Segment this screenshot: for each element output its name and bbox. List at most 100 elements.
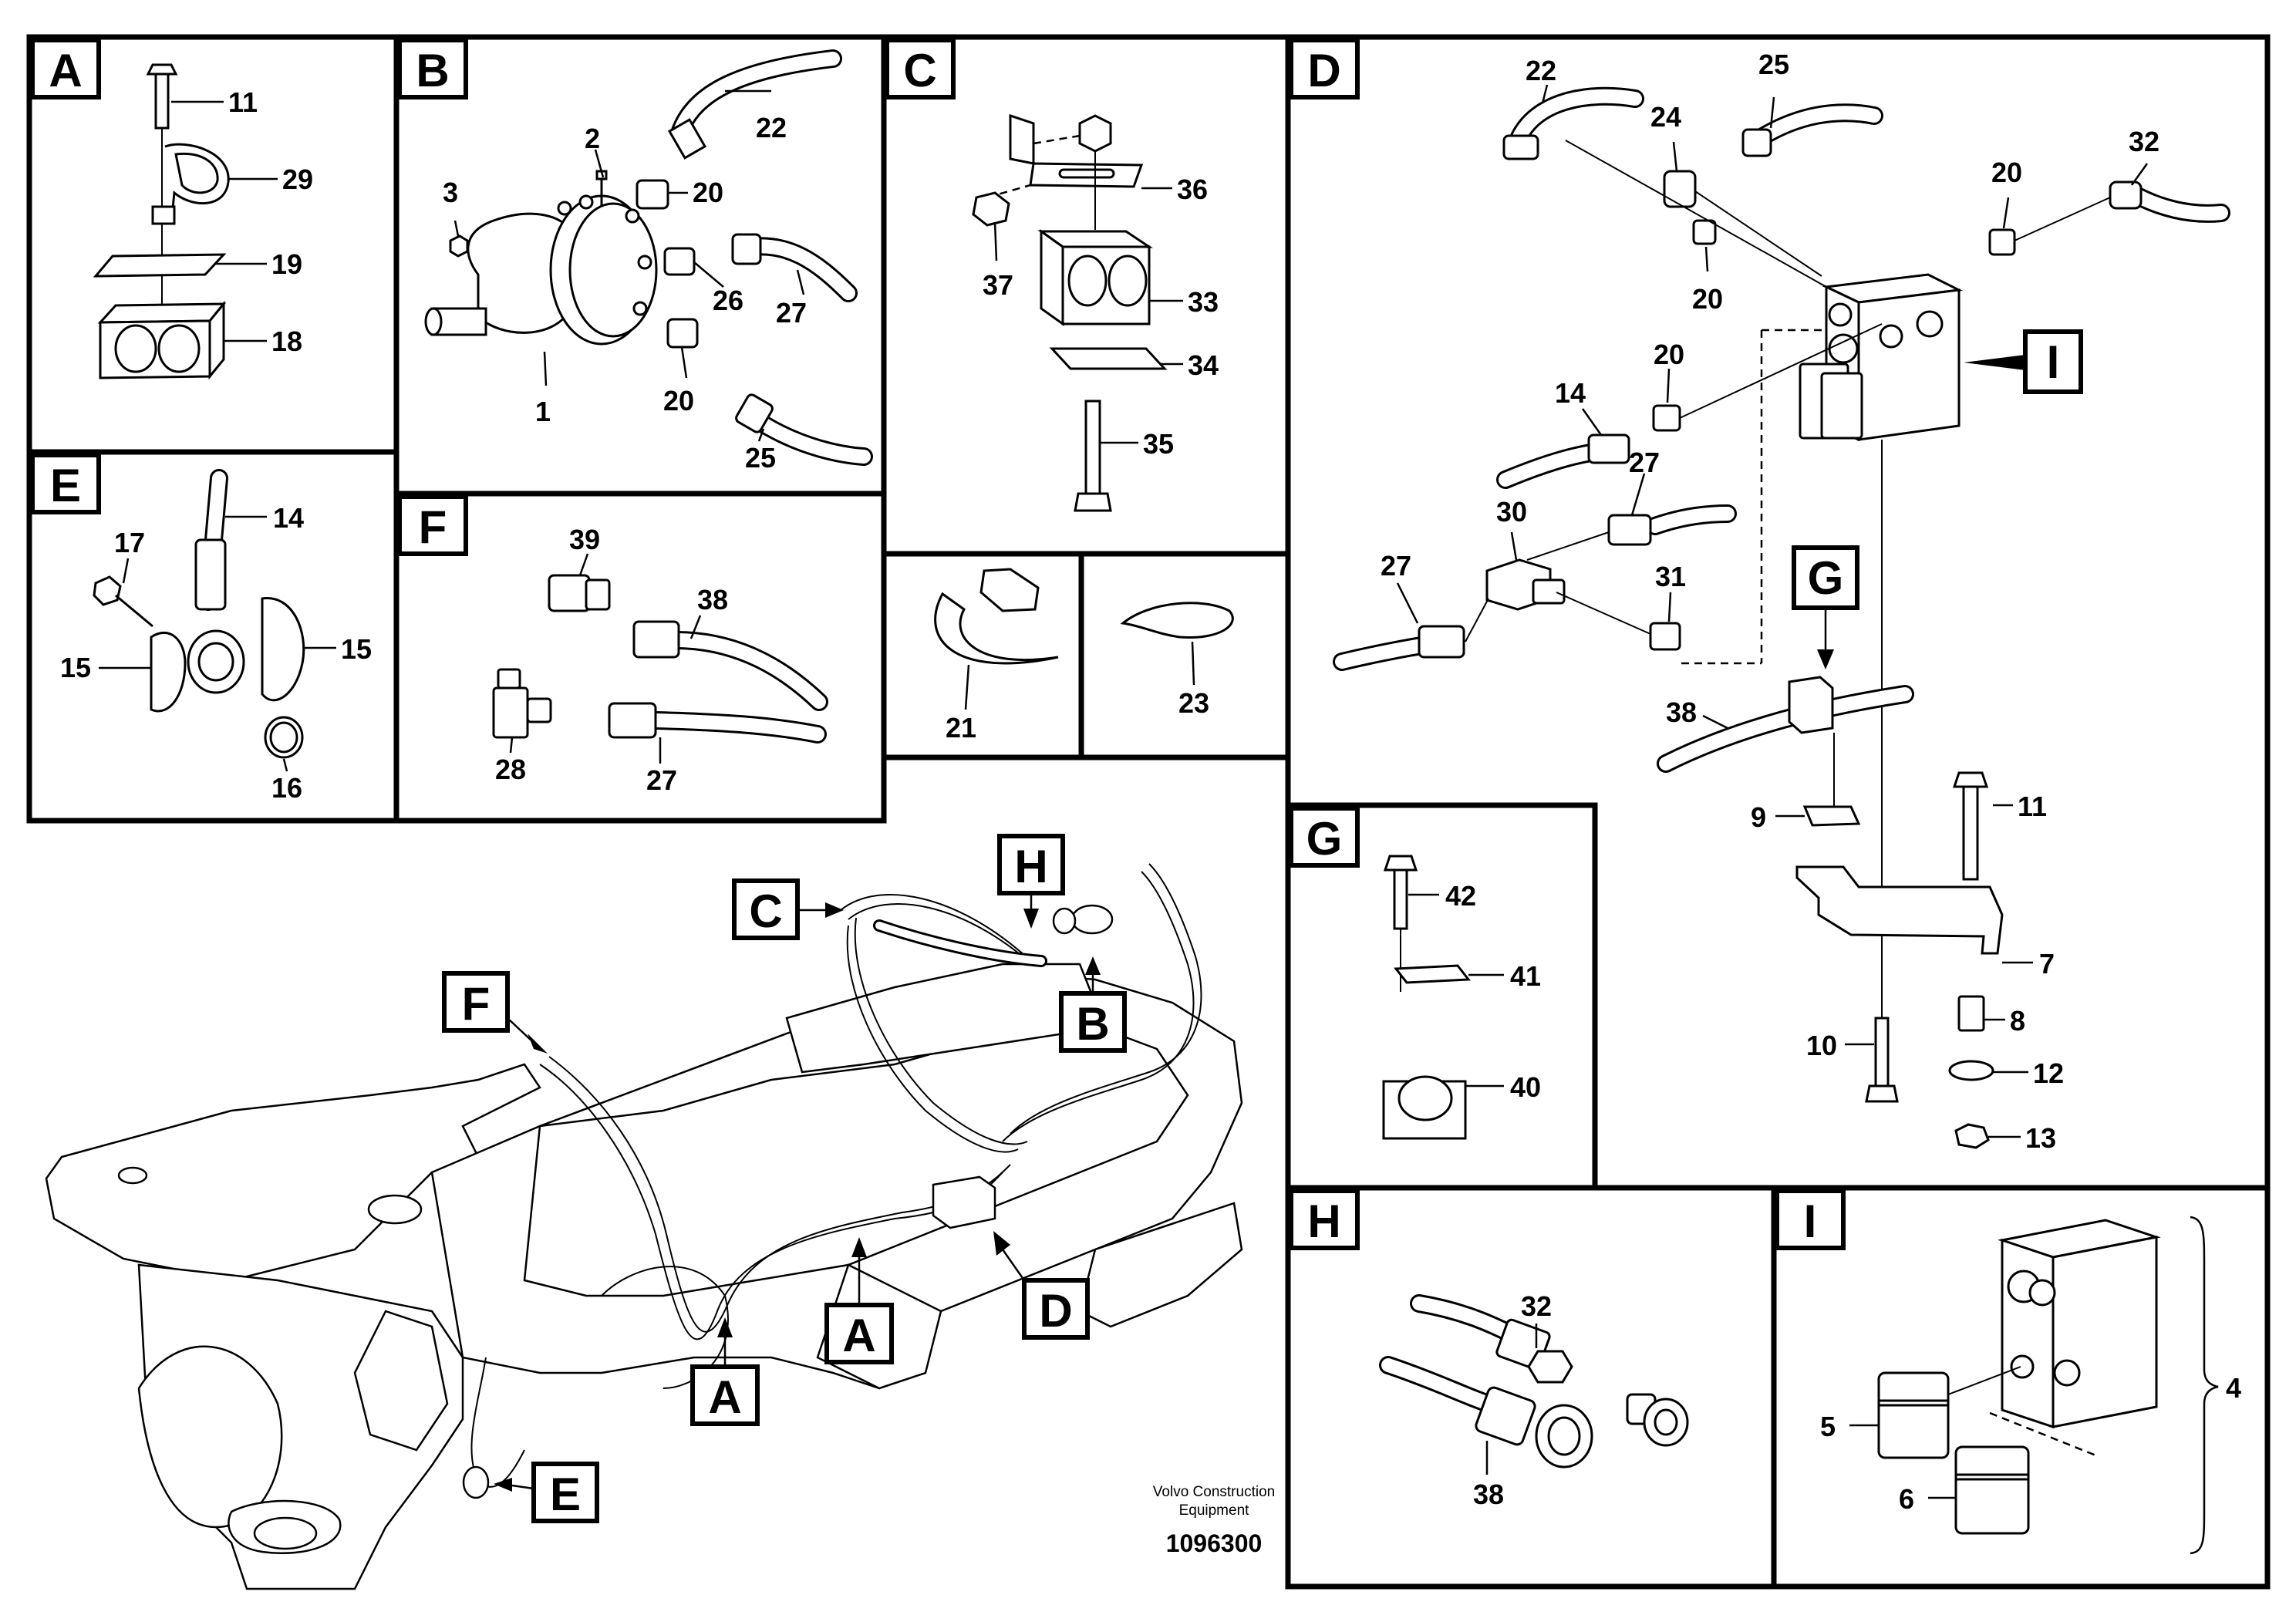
panel-label-C: C: [885, 38, 956, 99]
tag-letter: H: [1014, 841, 1047, 892]
panel-label-F: F: [397, 494, 468, 556]
callout-number: 34: [1188, 349, 1219, 381]
callout-number: 13: [2025, 1122, 2056, 1154]
footer: Volvo Construction Equipment 1096300: [1153, 1484, 1275, 1557]
overview-tags: C H B F A A: [442, 834, 1127, 1523]
callout-number: 22: [1526, 55, 1556, 86]
plate-19: [93, 253, 227, 278]
tag-letter: G: [1808, 552, 1844, 604]
callout-number: 21: [946, 712, 976, 744]
tag-letter: D: [1039, 1285, 1072, 1337]
footer-company-line1: Volvo Construction: [1153, 1484, 1275, 1500]
callout-number: 37: [983, 269, 1013, 301]
overview-tag-A-2: A: [824, 1237, 894, 1364]
tag-letter: B: [416, 45, 449, 96]
detail-tag-I: I: [1964, 329, 2083, 394]
fitting-39: [548, 574, 611, 612]
cable-tie-mount-21: [934, 592, 1059, 665]
spacer-8: [1957, 995, 1985, 1032]
panel-label-H: H: [1289, 1189, 1360, 1250]
plate-9: [1802, 805, 1861, 827]
callout-number: 12: [2033, 1057, 2064, 1089]
bolt-10: [1865, 1017, 1899, 1103]
callout-number: 15: [60, 652, 91, 683]
callout-number: 40: [1510, 1071, 1541, 1103]
tag-letter: G: [1306, 813, 1343, 865]
callout-number: 19: [271, 248, 302, 280]
callout-number: 42: [1445, 880, 1476, 912]
tag-letter: H: [1307, 1195, 1340, 1247]
callout-number: 32: [1521, 1290, 1552, 1322]
washer-12: [1948, 1060, 1994, 1081]
tag-letter: D: [1307, 45, 1340, 96]
callout-number: 24: [1650, 101, 1681, 133]
tag-letter: A: [49, 45, 82, 96]
valve-block-I: [1998, 1219, 2161, 1429]
panel-label-A: A: [30, 38, 101, 99]
tag-letter: F: [419, 501, 447, 553]
panel-E-drawing: 17 14 15 15 16: [60, 469, 372, 804]
panel-label-D: D: [1289, 38, 1360, 99]
callout-number: 20: [1692, 283, 1723, 315]
tag-letter: A: [708, 1371, 741, 1423]
panel-label-E: E: [30, 453, 101, 514]
callout-number: 35: [1143, 428, 1174, 460]
connector-5: [1877, 1371, 1950, 1459]
callout-number: 9: [1751, 801, 1766, 833]
connector-6: [1954, 1445, 2030, 1535]
callout-number: 39: [569, 524, 600, 555]
nut-13: [1954, 1123, 1990, 1149]
overview-tag-H: H: [997, 834, 1065, 929]
callout-number: 29: [282, 164, 313, 195]
callout-number: 7: [2039, 948, 2055, 980]
fitting-H: [1626, 1393, 1689, 1447]
panel-A-drawing: 11 29 19 18: [93, 63, 313, 380]
overview-tag-B: B: [1059, 956, 1127, 1053]
panel-frame-H: [1285, 1185, 1777, 1590]
callout-number: 14: [273, 502, 304, 534]
callout-number: 38: [1473, 1479, 1504, 1510]
panel-label-B: B: [397, 38, 468, 99]
callout-number: 15: [341, 633, 372, 665]
tag-letter: I: [1804, 1195, 1817, 1247]
callout-number: 18: [271, 325, 302, 357]
callout-number: 28: [495, 754, 526, 785]
callout-number: 33: [1188, 286, 1219, 318]
tag-letter: A: [842, 1310, 875, 1361]
valve-block: [1799, 273, 1964, 442]
machine-overview: [45, 863, 1243, 1590]
bracket-7: [1795, 865, 2004, 955]
panel-label-I: I: [1775, 1189, 1846, 1250]
panel-21-drawing: 21: [934, 568, 1059, 744]
detail-tag-G: G: [1792, 545, 1859, 669]
panel-B-drawing: 2 22 3 20 26 27 1 20 25: [424, 49, 873, 474]
nut-3: [449, 234, 469, 258]
callout-number: 6: [1899, 1483, 1914, 1515]
fitting-20-bottom: [666, 318, 699, 349]
panel-23-drawing: 23: [1120, 602, 1234, 719]
tag-letter: F: [462, 978, 491, 1030]
footer-company-line2: Equipment: [1179, 1502, 1250, 1519]
callout-number: 4: [2226, 1372, 2241, 1404]
callout-number: 38: [1666, 696, 1697, 728]
callout-number: 20: [1991, 157, 2022, 188]
overview-tag-C: C: [732, 878, 844, 940]
callout-number: 31: [1655, 561, 1686, 592]
panel-F-drawing: 39 38 28 27: [492, 524, 828, 796]
callout-number: 3: [443, 177, 458, 208]
panel-H-drawing: 32 38: [1379, 1290, 1689, 1510]
callout-number: 20: [1654, 339, 1684, 370]
fitting-20-a: [1692, 219, 1717, 245]
plate-41: [1394, 964, 1471, 984]
callout-number: 17: [114, 527, 145, 558]
panel-frame-23: [1078, 551, 1291, 760]
tag-letter: I: [2047, 336, 2060, 388]
clamp-block-33: [1037, 229, 1153, 326]
callout-number: 2: [585, 123, 600, 154]
bolt-11: [146, 63, 178, 130]
callout-number: 36: [1177, 174, 1208, 205]
bolt-17: [93, 575, 153, 628]
callout-number: 8: [2010, 1005, 2025, 1037]
callout-number: 11: [2018, 791, 2047, 822]
